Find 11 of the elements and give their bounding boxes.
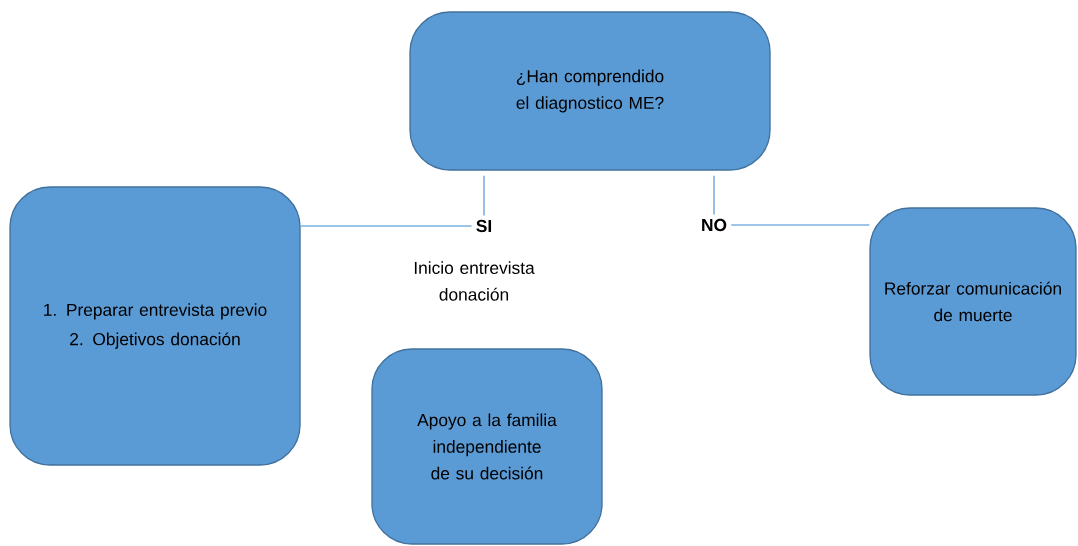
branch-label: NO [702,218,727,232]
note-text: Inicio entrevista donación [414,261,535,301]
process-box: Reforzar comunicación de muerte [869,207,1077,396]
connector-line [713,174,715,216]
process-box: ¿Han comprendido el diagnostico ME? [409,11,771,171]
branch-label: SI [476,219,492,233]
connector-line [299,225,473,227]
process-box: Apoyo a la familia independiente de su decisión [371,348,603,545]
connector-line [730,224,871,226]
process-box: 1. Preparar entrevista previo 2. Objetivos donación [9,186,301,466]
connector-line [483,174,485,217]
